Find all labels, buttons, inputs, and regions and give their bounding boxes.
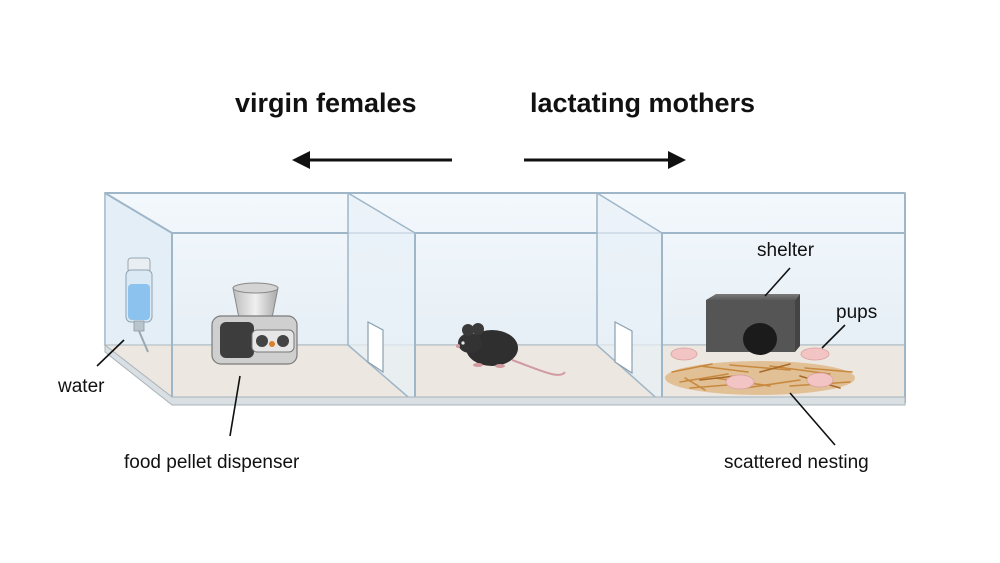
heading-lactating-mothers: lactating mothers — [530, 88, 755, 118]
label-pups: pups — [836, 302, 877, 323]
food-dispenser-leader-line — [229, 375, 241, 437]
label-water: water — [57, 376, 105, 397]
arrow-left-icon — [292, 151, 452, 169]
shelter-leader-line — [764, 267, 791, 297]
label-food-pellet-dispenser: food pellet dispenser — [124, 452, 300, 473]
doorway-2 — [614, 321, 633, 375]
arrow-right-icon — [524, 151, 686, 169]
nesting-material-icon — [665, 361, 855, 395]
nesting-leader-line — [789, 392, 836, 446]
cage — [103, 191, 906, 406]
water-leader-line — [96, 339, 125, 367]
label-scattered-nesting: scattered nesting — [724, 452, 869, 473]
shelter-icon — [706, 294, 800, 355]
mouse-icon — [456, 323, 566, 376]
food-pellet-dispenser-icon — [211, 282, 298, 365]
water-bottle-icon — [125, 257, 153, 353]
pups-leader-line — [821, 324, 846, 349]
heading-virgin-females: virgin females — [235, 88, 417, 118]
doorway-1 — [367, 321, 384, 374]
label-shelter: shelter — [757, 240, 815, 261]
pups-icon — [670, 347, 834, 390]
